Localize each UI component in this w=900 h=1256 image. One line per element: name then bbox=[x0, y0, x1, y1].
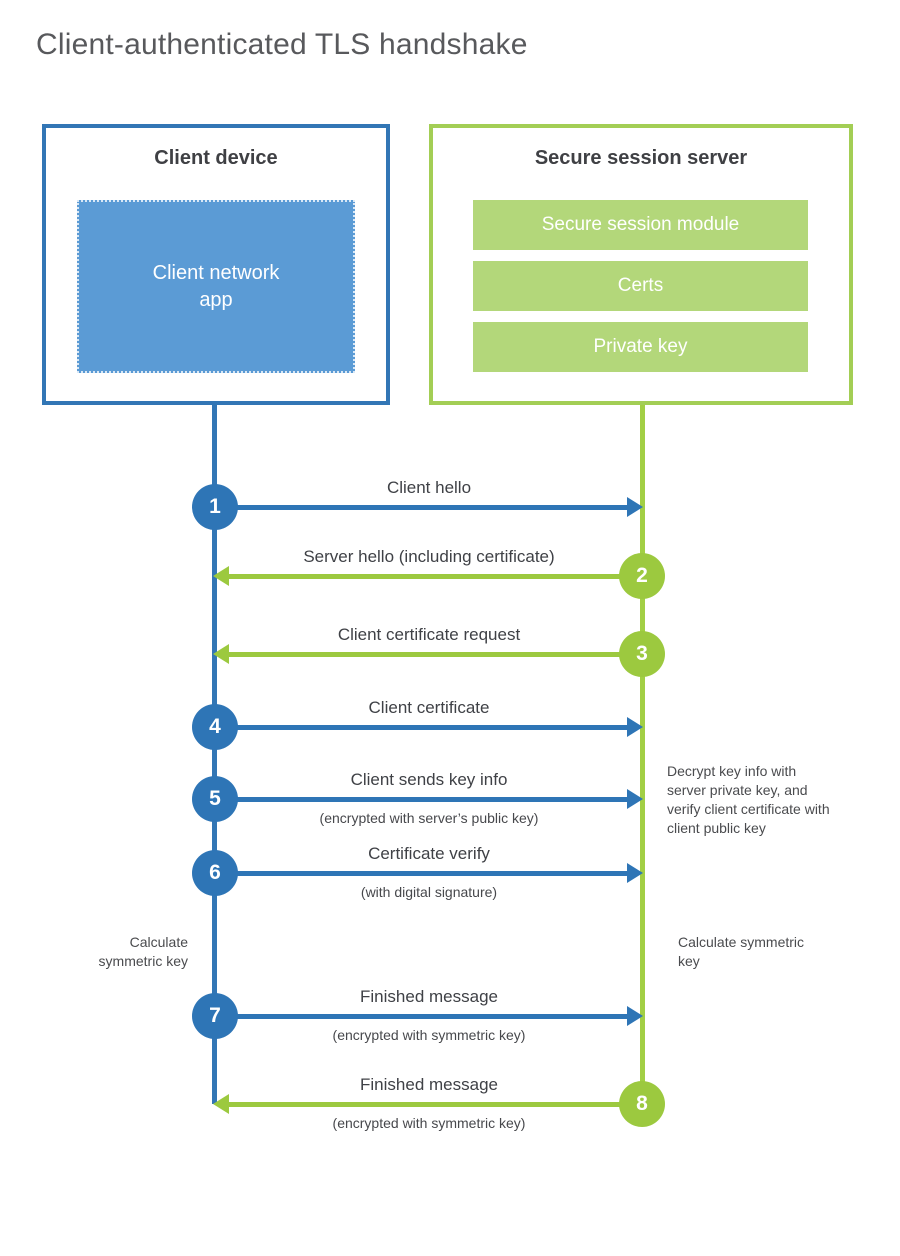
step-8-arrowhead-icon bbox=[213, 1094, 229, 1114]
server-lifeline bbox=[640, 405, 645, 1104]
step-7-label: Finished message bbox=[360, 987, 498, 1006]
step-8-label: Finished message bbox=[360, 1075, 498, 1094]
step-2-arrow bbox=[229, 574, 642, 579]
step-6-label: Certificate verify bbox=[368, 844, 490, 863]
client-calculate-key-note: Calculate symmetric key bbox=[98, 934, 188, 969]
step-1-badge: 1 bbox=[192, 484, 238, 530]
step-4-label: Client certificate bbox=[368, 698, 490, 717]
server-decrypt-note: Decrypt key info with server private key… bbox=[667, 763, 830, 836]
client-lifeline bbox=[212, 405, 217, 1104]
secure-session-server-title: Secure session server bbox=[534, 147, 748, 169]
server-certs-bar: Certs bbox=[473, 261, 808, 311]
step-5-arrowhead-icon bbox=[627, 789, 643, 809]
step-5-label: Client sends key info bbox=[350, 770, 508, 789]
step-4-arrowhead-icon bbox=[627, 717, 643, 737]
step-6-arrow bbox=[215, 871, 627, 876]
step-2-arrowhead-icon bbox=[213, 566, 229, 586]
step-6-badge: 6 bbox=[192, 850, 238, 896]
step-1-arrowhead-icon bbox=[627, 497, 643, 517]
step-5-sublabel: (encrypted with server’s public key) bbox=[319, 810, 539, 826]
step-7-arrow bbox=[215, 1014, 627, 1019]
server-module-bar: Secure session module bbox=[473, 200, 808, 250]
step-1-label: Client hello bbox=[386, 478, 472, 497]
step-8-sublabel: (encrypted with symmetric key) bbox=[332, 1115, 526, 1131]
step-7-arrowhead-icon bbox=[627, 1006, 643, 1026]
step-2-badge: 2 bbox=[619, 553, 665, 599]
server-calculate-key-note: Calculate symmetric key bbox=[678, 934, 805, 969]
step-3-label: Client certificate request bbox=[337, 625, 521, 644]
step-4-badge: 4 bbox=[192, 704, 238, 750]
step-3-arrowhead-icon bbox=[213, 644, 229, 664]
step-8-badge: 8 bbox=[619, 1081, 665, 1127]
client-network-app-box: Client network app bbox=[77, 200, 355, 373]
step-2-label: Server hello (including certificate) bbox=[303, 547, 555, 566]
step-7-badge: 7 bbox=[192, 993, 238, 1039]
step-4-arrow bbox=[215, 725, 627, 730]
page-title: Client-authenticated TLS handshake bbox=[36, 28, 528, 61]
step-7-sublabel: (encrypted with symmetric key) bbox=[332, 1027, 526, 1043]
step-8-arrow bbox=[229, 1102, 642, 1107]
step-5-arrow bbox=[215, 797, 627, 802]
server-private-key-bar: Private key bbox=[473, 322, 808, 372]
step-1-arrow bbox=[215, 505, 627, 510]
step-5-badge: 5 bbox=[192, 776, 238, 822]
client-device-title: Client device bbox=[154, 147, 278, 169]
step-6-arrowhead-icon bbox=[627, 863, 643, 883]
step-3-arrow bbox=[229, 652, 642, 657]
step-3-badge: 3 bbox=[619, 631, 665, 677]
step-6-sublabel: (with digital signature) bbox=[360, 884, 498, 900]
